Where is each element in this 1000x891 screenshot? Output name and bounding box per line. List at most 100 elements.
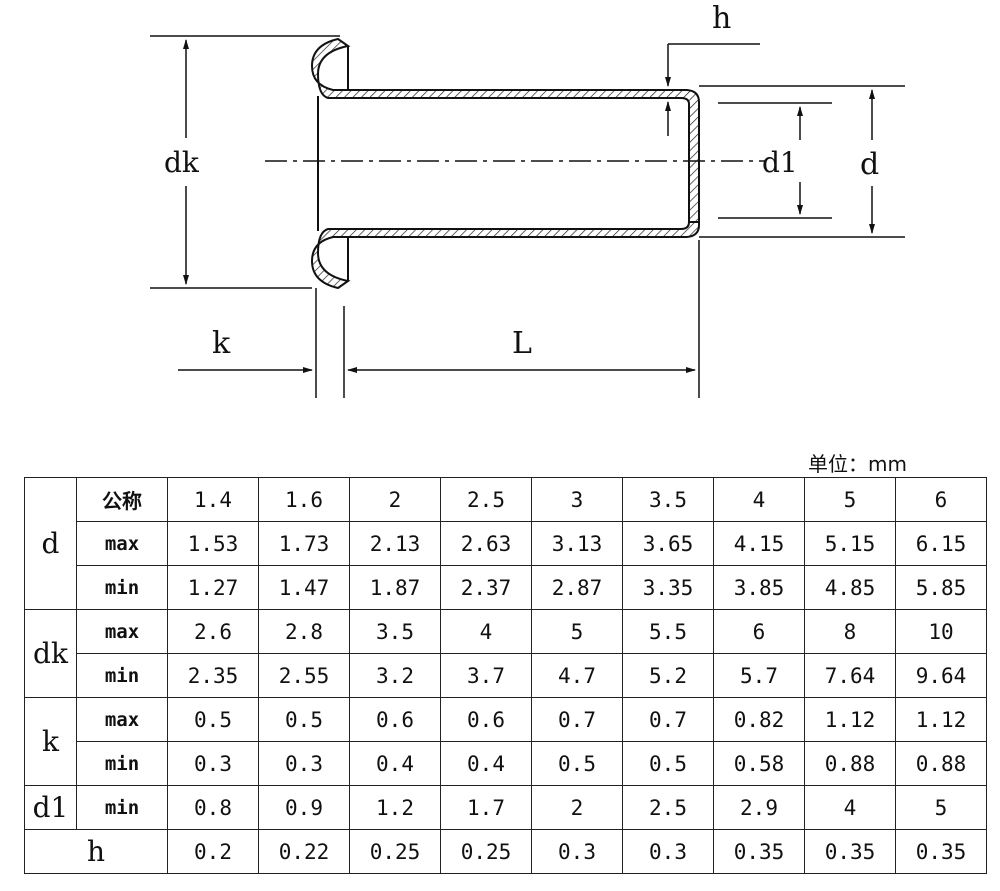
- table-cell: 6: [713, 609, 805, 654]
- table-cell: 3.5: [349, 609, 441, 654]
- label-k: k: [212, 326, 231, 361]
- table-cell: 0.25: [440, 829, 532, 874]
- table-cell: 5: [895, 785, 987, 830]
- table-cell: 3.85: [713, 565, 805, 610]
- table-cell: 0.3: [531, 829, 623, 874]
- table-cell: 2.13: [349, 521, 441, 566]
- table-cell: 2: [531, 785, 623, 830]
- row-label: max: [76, 609, 168, 654]
- table-cell: 0.3: [167, 741, 259, 786]
- table-cell: 6.15: [895, 521, 987, 566]
- table-cell: 2.55: [258, 653, 350, 698]
- table-cell: 1.53: [167, 521, 259, 566]
- table-cell: 4.85: [804, 565, 896, 610]
- row-group-symbol: dk: [24, 609, 77, 698]
- label-L: L: [512, 326, 532, 361]
- table-cell: 2.8: [258, 609, 350, 654]
- table-cell: 1.6: [258, 477, 350, 522]
- table-cell: 4.15: [713, 521, 805, 566]
- row-group-symbol: k: [24, 697, 77, 786]
- label-h: h: [712, 1, 731, 36]
- table-cell: 2: [349, 477, 441, 522]
- table-cell: 7.64: [804, 653, 896, 698]
- table-cell: 2.9: [713, 785, 805, 830]
- table-cell: 5.15: [804, 521, 896, 566]
- table-cell: 3.35: [622, 565, 714, 610]
- table-cell: 1.73: [258, 521, 350, 566]
- table-cell: 5.85: [895, 565, 987, 610]
- table-cell: 0.58: [713, 741, 805, 786]
- row-label: max: [76, 697, 168, 742]
- table-cell: 2.6: [167, 609, 259, 654]
- table-cell: 0.3: [622, 829, 714, 874]
- row-label: min: [76, 785, 168, 830]
- rivet-outline: [317, 46, 349, 281]
- label-dk: dk: [164, 146, 200, 179]
- table-cell: 1.47: [258, 565, 350, 610]
- row-label: min: [76, 741, 168, 786]
- row-group-symbol: d1: [24, 785, 77, 830]
- table-cell: 0.2: [167, 829, 259, 874]
- row-label: max: [76, 521, 168, 566]
- table-cell: 0.82: [713, 697, 805, 742]
- table-cell: 0.5: [531, 741, 623, 786]
- table-cell: 0.5: [167, 697, 259, 742]
- table-cell: 0.4: [440, 741, 532, 786]
- table-cell: 4: [440, 609, 532, 654]
- table-cell: 0.3: [258, 741, 350, 786]
- table-cell: 0.35: [713, 829, 805, 874]
- label-d1: d1: [762, 146, 798, 179]
- table-cell: 5.7: [713, 653, 805, 698]
- row-label-nominal: 公称: [76, 477, 168, 522]
- table-cell: 2.63: [440, 521, 532, 566]
- table-cell: 2.5: [622, 785, 714, 830]
- table-cell: 9.64: [895, 653, 987, 698]
- table-cell: 6: [895, 477, 987, 522]
- table-cell: 2.35: [167, 653, 259, 698]
- table-cell: 3.2: [349, 653, 441, 698]
- table-cell: 3.65: [622, 521, 714, 566]
- row-label: min: [76, 565, 168, 610]
- table-cell: 0.25: [349, 829, 441, 874]
- table-cell: 0.35: [804, 829, 896, 874]
- table-cell: 0.7: [622, 697, 714, 742]
- table-cell: 3.13: [531, 521, 623, 566]
- table-cell: 0.4: [349, 741, 441, 786]
- table-cell: 0.5: [622, 741, 714, 786]
- table-cell: 5: [531, 609, 623, 654]
- table-cell: 1.4: [167, 477, 259, 522]
- rivet-cross-section: [310, 37, 700, 290]
- table-cell: 0.22: [258, 829, 350, 874]
- label-d: d: [860, 147, 879, 182]
- table-cell: 0.88: [895, 741, 987, 786]
- table-cell: 2.37: [440, 565, 532, 610]
- table-cell: 1.27: [167, 565, 259, 610]
- table-cell: 1.2: [349, 785, 441, 830]
- row-group-symbol: h: [24, 829, 168, 874]
- table-cell: 4: [804, 785, 896, 830]
- table-cell: 1.87: [349, 565, 441, 610]
- row-group-symbol: d: [24, 477, 77, 610]
- row-label: min: [76, 653, 168, 698]
- table-cell: 3: [531, 477, 623, 522]
- table-cell: 1.7: [440, 785, 532, 830]
- unit-label: 单位：mm: [808, 452, 907, 476]
- table-cell: 0.6: [440, 697, 532, 742]
- table-cell: 3.5: [622, 477, 714, 522]
- table-cell: 5.5: [622, 609, 714, 654]
- table-cell: 0.8: [167, 785, 259, 830]
- table-cell: 0.88: [804, 741, 896, 786]
- table-cell: 2.87: [531, 565, 623, 610]
- table-cell: 0.5: [258, 697, 350, 742]
